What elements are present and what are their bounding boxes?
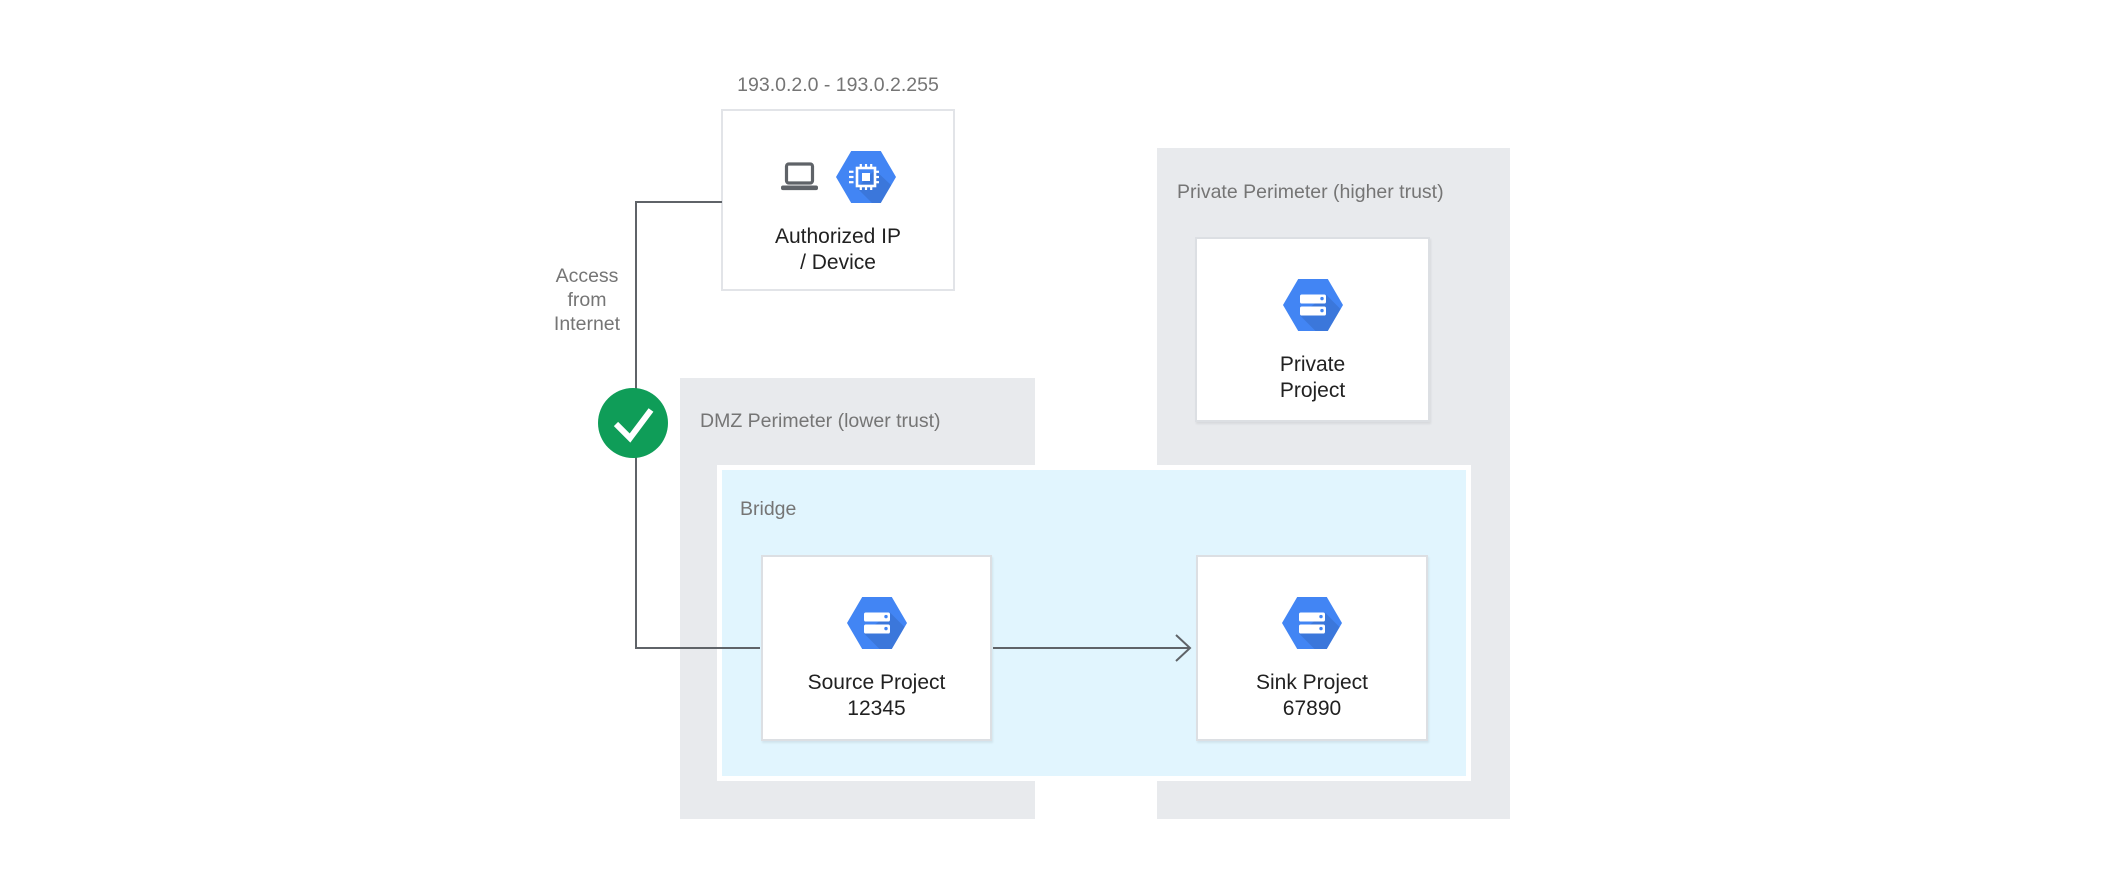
access-allowed-badge xyxy=(598,388,668,458)
source-label-line1: Source Project xyxy=(807,671,946,694)
sink-label-line1: Sink Project xyxy=(1255,671,1369,694)
dmz-perimeter-label: DMZ Perimeter (lower trust) xyxy=(700,410,941,432)
bridge-label: Bridge xyxy=(740,498,797,520)
access-label-line3: Internet xyxy=(553,313,621,335)
authorized-icons-row xyxy=(780,151,896,203)
authorized-ip-device-node: Authorized IP / Device xyxy=(721,109,955,291)
authorized-label-line1: Authorized IP xyxy=(774,225,902,248)
source-project-node: Source Project 12345 xyxy=(761,555,992,741)
source-node-label: Source Project 12345 xyxy=(808,670,946,722)
compute-engine-hexagon-icon xyxy=(835,151,896,203)
access-label-line1: Access xyxy=(555,265,619,287)
private-project-node: Private Project xyxy=(1195,237,1430,422)
private-node-label: Private Project xyxy=(1280,352,1345,404)
ip-range-label: 193.0.2.0 - 193.0.2.255 xyxy=(737,74,939,96)
sink-icons-row xyxy=(1282,597,1342,649)
project-hexagon-icon xyxy=(1282,597,1342,649)
private-label-line1: Private xyxy=(1279,353,1346,376)
access-from-internet-label: Access from Internet xyxy=(537,264,637,336)
source-label-line2: 12345 xyxy=(847,697,906,720)
access-label-line2: from xyxy=(567,289,607,311)
laptop-icon xyxy=(780,162,818,191)
sink-label-line2: 67890 xyxy=(1282,697,1342,720)
authorized-node-label: Authorized IP / Device xyxy=(775,224,901,276)
sink-project-node: Sink Project 67890 xyxy=(1196,555,1428,741)
source-icons-row xyxy=(846,597,907,649)
check-icon xyxy=(613,408,654,443)
authorized-label-line2: / Device xyxy=(800,251,876,274)
project-hexagon-icon xyxy=(1282,279,1343,331)
private-perimeter-label: Private Perimeter (higher trust) xyxy=(1177,181,1444,203)
private-icons-row xyxy=(1282,279,1343,331)
private-label-line2: Project xyxy=(1279,379,1346,402)
sink-node-label: Sink Project 67890 xyxy=(1256,670,1368,722)
project-hexagon-icon xyxy=(846,597,907,649)
